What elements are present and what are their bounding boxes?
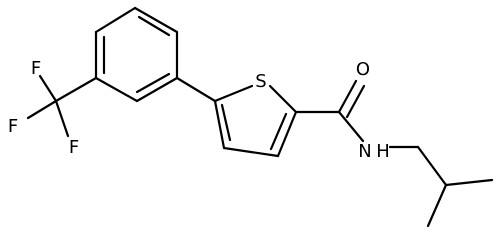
bond — [94, 6, 137, 34]
bond — [133, 6, 179, 34]
bond — [276, 110, 298, 158]
trifluoromethyl-group: F F F — [8, 58, 98, 158]
bond — [444, 178, 494, 187]
bond — [416, 145, 448, 187]
double-bond-inner — [345, 84, 366, 119]
double-bond-inner — [137, 15, 171, 37]
bond — [94, 76, 139, 103]
amide-group: O N H — [294, 59, 390, 162]
bond — [26, 99, 58, 120]
oxygen-label: O — [356, 59, 370, 80]
double-bond-inner — [269, 112, 288, 151]
fluorine-label: F — [31, 58, 41, 79]
bond — [337, 110, 365, 143]
bond — [337, 79, 358, 114]
bond — [54, 99, 70, 138]
bond — [135, 76, 179, 103]
structure-canvas: F F F S O N H — [8, 6, 494, 228]
bond — [213, 84, 254, 103]
double-bond-inner — [135, 72, 171, 94]
thiophene-ring: S — [213, 71, 298, 158]
bond — [268, 84, 298, 114]
bond — [54, 76, 98, 103]
fluorine-label: F — [69, 137, 79, 158]
double-bond-inner — [220, 103, 232, 142]
isobutyl-chain — [388, 145, 494, 228]
biaryl-bond — [175, 76, 217, 103]
bond — [426, 183, 448, 228]
hydrogen-label: H — [376, 141, 390, 162]
sulfur-label: S — [255, 71, 266, 92]
bond — [213, 99, 226, 150]
fluorine-label: F — [8, 116, 18, 137]
molecule-drawing: F F F S O N H — [8, 6, 494, 228]
nitrogen-label: N — [358, 141, 371, 162]
bond — [38, 74, 58, 103]
bond — [222, 146, 280, 158]
benzene-ring — [94, 6, 179, 103]
